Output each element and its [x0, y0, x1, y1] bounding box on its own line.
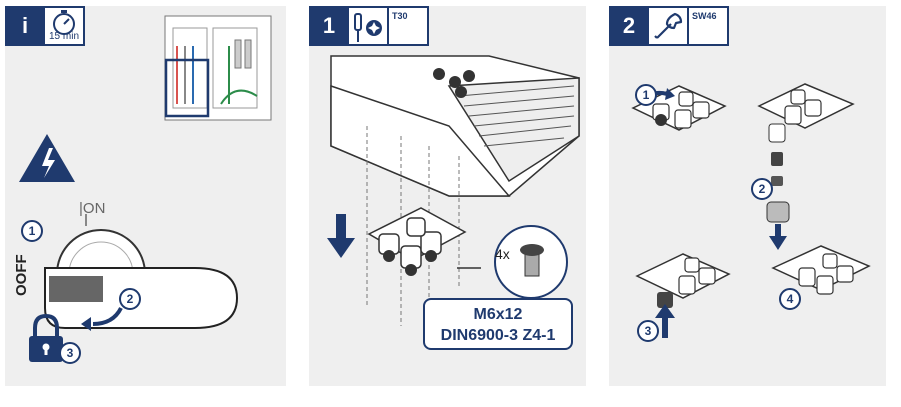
info-badge: i: [5, 6, 45, 46]
cable-glands-top: [433, 68, 475, 98]
screw-spec-size: M6x12: [473, 306, 523, 323]
screw-count: 4x: [495, 246, 510, 262]
step1-panel: 1 T30 4x M6x12 DIN6900-3 Z4-1: [309, 6, 586, 386]
step2-badge: 2: [609, 6, 649, 46]
switch-off-label: OOFF: [13, 254, 30, 296]
wrench-icon: [649, 6, 689, 46]
tool-code-sw46: SW46: [689, 6, 729, 46]
step1-illustration: [327, 55, 580, 326]
gland-plate-d: [771, 245, 871, 295]
info-illustration: [19, 15, 272, 362]
screw-spec-box: M6x12 DIN6900-3 Z4-1: [423, 298, 573, 350]
callout-1: 1: [21, 220, 43, 242]
wiring-compartment-image: [164, 15, 272, 121]
screw-callout: [494, 225, 568, 299]
gland-plate-drawing: [367, 207, 467, 276]
step2-illustration: [631, 83, 871, 338]
down-arrow-icon: [327, 214, 355, 258]
padlock-icon: [29, 313, 63, 362]
step2-header: 2 SW46: [609, 6, 729, 46]
rotate-arrow-icon: [92, 307, 123, 326]
stopwatch-icon: 15 min: [45, 6, 85, 46]
screw-spec-standard: DIN6900-3 Z4-1: [440, 327, 556, 344]
callout-3: 3: [637, 320, 659, 342]
high-voltage-warning-icon: [19, 134, 75, 182]
step2-panel: 2 SW46 1 2 3 4: [609, 6, 886, 386]
info-panel: i 15 min |ON OOFF 1 2 3: [5, 6, 286, 386]
info-header: i 15 min: [5, 6, 85, 46]
step1-badge: 1: [309, 6, 349, 46]
step1-header: 1 T30: [309, 6, 429, 46]
callout-1: 1: [635, 84, 657, 106]
dc-switch-drawing: [44, 214, 239, 329]
switch-on-label: |ON: [79, 200, 106, 217]
tool-code-t30: T30: [389, 6, 429, 46]
callout-3: 3: [59, 342, 81, 364]
gland-plate-b: [757, 83, 855, 250]
callout-2: 2: [751, 178, 773, 200]
torx-screwdriver-icon: [349, 6, 389, 46]
callout-4: 4: [779, 288, 801, 310]
timer-label: 15 min: [48, 31, 79, 42]
gland-plate-c: [635, 253, 731, 338]
callout-2: 2: [119, 288, 141, 310]
